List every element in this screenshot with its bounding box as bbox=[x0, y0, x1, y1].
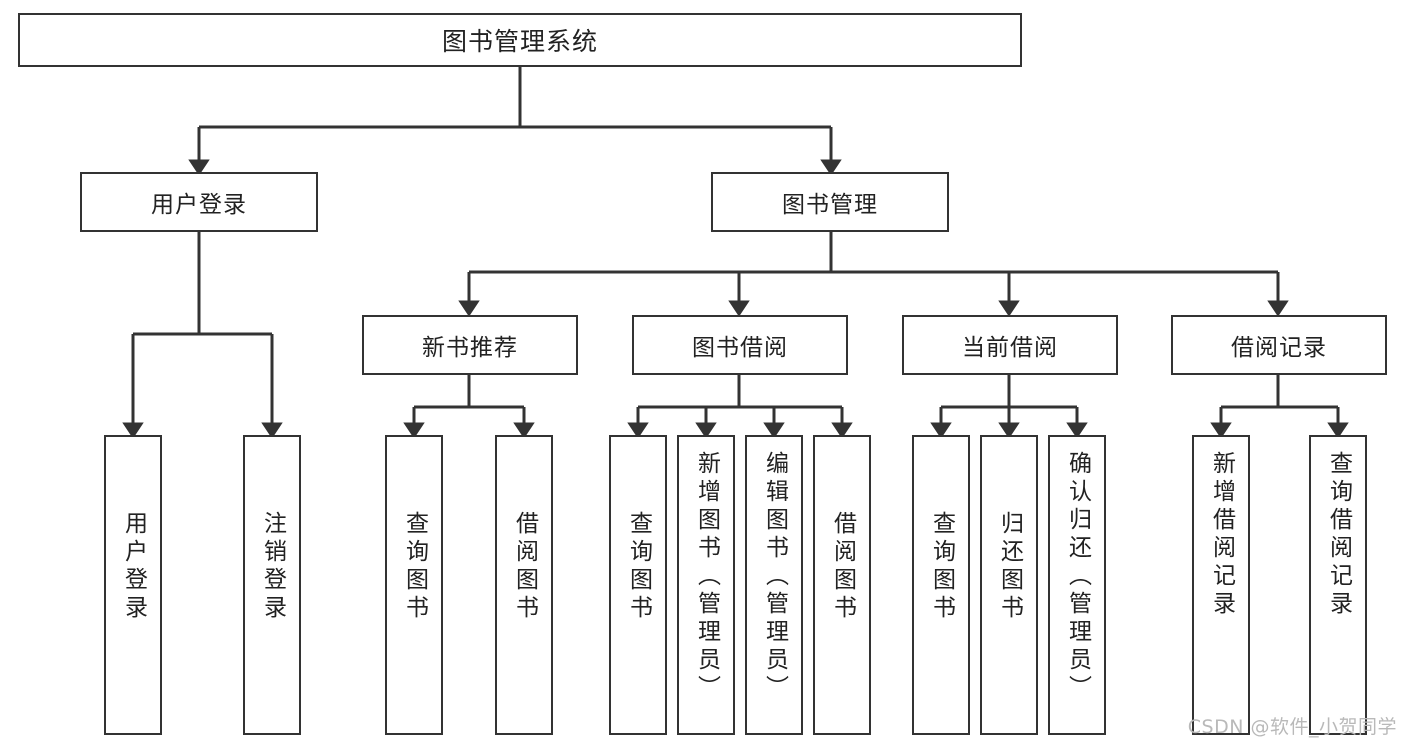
node-leaf-borrow-book-1-label: 借阅图书 bbox=[511, 511, 538, 623]
node-leaf-edit-book-admin[interactable]: 编辑图书（管理员） bbox=[745, 435, 803, 735]
node-leaf-borrow-book-1[interactable]: 借阅图书 bbox=[495, 435, 553, 735]
node-leaf-query-book-3[interactable]: 查询图书 bbox=[912, 435, 970, 735]
node-user-login-label: 用户登录 bbox=[151, 192, 247, 218]
node-leaf-query-book-2-label: 查询图书 bbox=[625, 511, 652, 623]
node-leaf-add-borrow-record-label: 新增借阅记录 bbox=[1208, 451, 1235, 619]
node-leaf-add-book-admin-label: 新增图书（管理员） bbox=[693, 451, 720, 703]
node-leaf-query-book-1[interactable]: 查询图书 bbox=[385, 435, 443, 735]
node-user-login[interactable]: 用户登录 bbox=[80, 172, 318, 232]
node-leaf-confirm-return-admin[interactable]: 确认归还（管理员） bbox=[1048, 435, 1106, 735]
node-borrow-record[interactable]: 借阅记录 bbox=[1171, 315, 1387, 375]
node-leaf-query-book-1-label: 查询图书 bbox=[401, 511, 428, 623]
node-new-book-recommend[interactable]: 新书推荐 bbox=[362, 315, 578, 375]
node-leaf-add-borrow-record[interactable]: 新增借阅记录 bbox=[1192, 435, 1250, 735]
node-root-book-management-system[interactable]: 图书管理系统 bbox=[18, 13, 1022, 67]
node-leaf-return-book-label: 归还图书 bbox=[996, 511, 1023, 623]
node-book-manage-label: 图书管理 bbox=[782, 192, 878, 218]
node-leaf-user-login-label: 用户登录 bbox=[120, 511, 147, 623]
node-leaf-confirm-return-admin-label: 确认归还（管理员） bbox=[1064, 451, 1091, 703]
node-leaf-add-book-admin[interactable]: 新增图书（管理员） bbox=[677, 435, 735, 735]
node-leaf-logout-login-label: 注销登录 bbox=[259, 511, 286, 623]
node-leaf-borrow-book-2[interactable]: 借阅图书 bbox=[813, 435, 871, 735]
node-book-manage[interactable]: 图书管理 bbox=[711, 172, 949, 232]
node-leaf-query-borrow-record-label: 查询借阅记录 bbox=[1325, 451, 1352, 619]
node-leaf-logout-login[interactable]: 注销登录 bbox=[243, 435, 301, 735]
node-new-book-recommend-label: 新书推荐 bbox=[422, 335, 518, 361]
node-current-borrow-label: 当前借阅 bbox=[962, 335, 1058, 361]
node-book-borrow[interactable]: 图书借阅 bbox=[632, 315, 848, 375]
node-root-label: 图书管理系统 bbox=[441, 27, 598, 56]
node-borrow-record-label: 借阅记录 bbox=[1231, 335, 1327, 361]
node-leaf-query-book-3-label: 查询图书 bbox=[928, 511, 955, 623]
node-leaf-query-borrow-record[interactable]: 查询借阅记录 bbox=[1309, 435, 1367, 735]
node-leaf-user-login[interactable]: 用户登录 bbox=[104, 435, 162, 735]
node-book-borrow-label: 图书借阅 bbox=[692, 335, 788, 361]
node-leaf-return-book[interactable]: 归还图书 bbox=[980, 435, 1038, 735]
node-leaf-edit-book-admin-label: 编辑图书（管理员） bbox=[761, 451, 788, 703]
node-leaf-query-book-2[interactable]: 查询图书 bbox=[609, 435, 667, 735]
node-leaf-borrow-book-2-label: 借阅图书 bbox=[829, 511, 856, 623]
node-current-borrow[interactable]: 当前借阅 bbox=[902, 315, 1118, 375]
